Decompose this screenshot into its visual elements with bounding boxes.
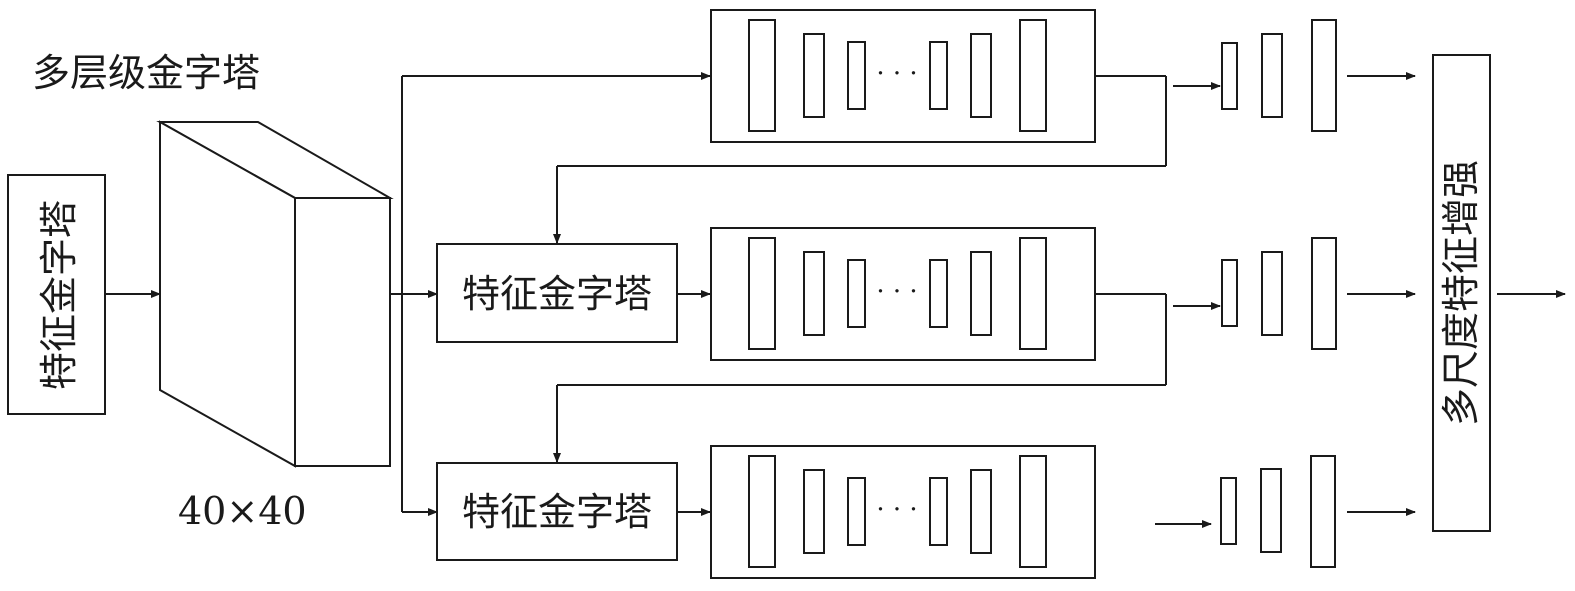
- block-row3-layers: [748, 455, 1047, 568]
- enhance-box: [1432, 54, 1491, 532]
- block-row2-layers: [748, 237, 1047, 350]
- output-stack-row3: [1220, 455, 1336, 568]
- input-label: 特征金字塔: [37, 200, 81, 390]
- block-row1-layers: [748, 19, 1047, 132]
- output-stack-row1: [1221, 19, 1337, 132]
- enhance-label: 多尺度特征增强: [1439, 160, 1483, 426]
- ellipsis-row3: · · ·: [876, 495, 917, 525]
- output-stack-row2: [1221, 237, 1337, 350]
- pyramid-label-row3: 特征金字塔: [462, 490, 652, 534]
- block-row3: [710, 445, 1096, 579]
- ellipsis-row1: · · ·: [876, 59, 917, 89]
- cube-size-label: 40×40: [178, 489, 307, 533]
- pyramid-label-row2: 特征金字塔: [462, 272, 652, 316]
- ellipsis-row2: · · ·: [876, 277, 917, 307]
- title-label: 多层级金字塔: [32, 51, 260, 95]
- feature-cube: [156, 120, 394, 468]
